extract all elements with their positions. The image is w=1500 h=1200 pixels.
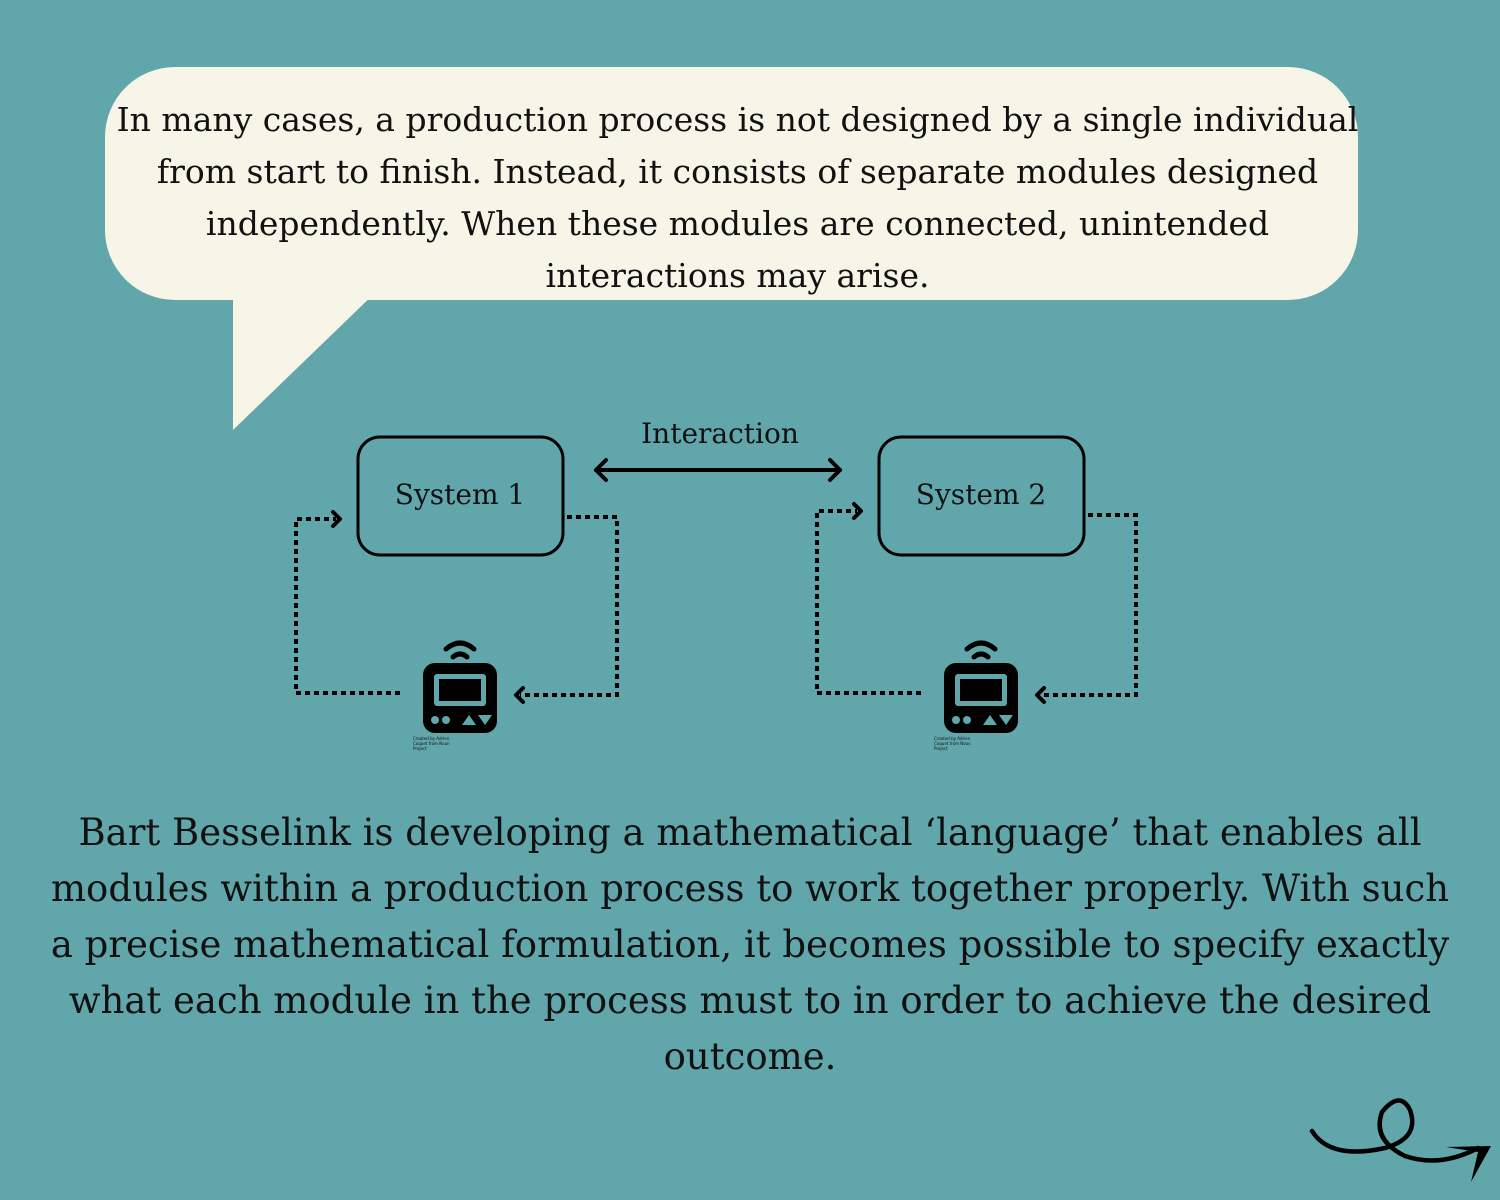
arrowhead-icon <box>331 510 342 528</box>
arrowhead-icon <box>1035 686 1046 704</box>
system-2-label: System 2 <box>916 478 1046 511</box>
curly-arrow-icon <box>1309 1098 1481 1163</box>
feedback-loop-2-in <box>815 509 921 695</box>
arrowhead-icon <box>514 686 525 704</box>
feedback-loop-2-out <box>1040 513 1138 697</box>
body-text: Bart Besselink is developing a mathemati… <box>50 811 1450 1078</box>
feedback-loop-1-in <box>294 517 400 695</box>
intro-text: In many cases, a production process is n… <box>116 100 1359 295</box>
controller-device-icon <box>423 643 497 733</box>
interaction-label: Interaction <box>641 417 799 450</box>
system-1-box: System 1 <box>356 435 565 557</box>
system-2-box: System 2 <box>877 435 1086 557</box>
controller-device-icon <box>944 643 1018 733</box>
icon-credit: Created by Adrien Coquet from Noun Proje… <box>934 736 971 751</box>
speech-bubble <box>105 67 1358 300</box>
system-1-label: System 1 <box>395 478 525 511</box>
feedback-loop-1-out <box>520 515 619 697</box>
interaction-arrow <box>594 458 842 482</box>
icon-credit: Created by Adrien Coquet from Noun Proje… <box>413 736 450 751</box>
arrowhead-icon <box>852 502 863 520</box>
